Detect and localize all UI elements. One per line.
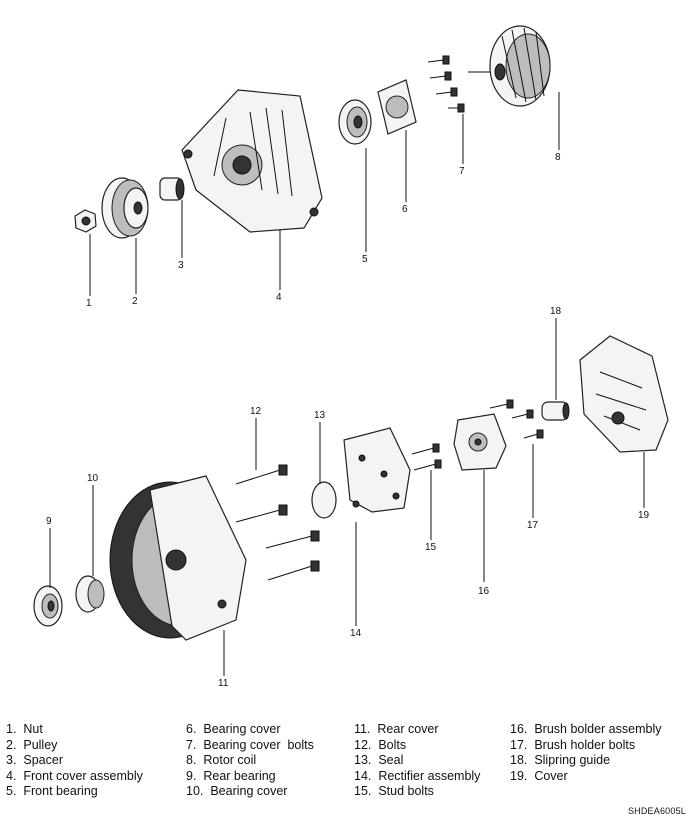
legend-item: 13. Seal xyxy=(354,753,404,767)
legend-column-3: 11. Rear cover 12. Bolts 13. Seal 14. Re… xyxy=(354,722,480,800)
slipring-guide-part xyxy=(541,401,570,421)
legend-column-4: 16. Brush bolder assembly 17. Brush hold… xyxy=(510,722,661,784)
callout-4: 4 xyxy=(276,292,282,303)
legend-item: 11. Rear cover xyxy=(354,722,439,736)
stud-bolts-part xyxy=(411,443,442,471)
legend-column-1: 1. Nut 2. Pulley 3. Spacer 4. Front cove… xyxy=(6,722,143,800)
legend-item: 6. Bearing cover xyxy=(186,722,281,736)
callout-3: 3 xyxy=(178,260,184,271)
callout-8: 8 xyxy=(555,152,561,163)
callout-13: 13 xyxy=(314,410,326,421)
brush-holder-bolts-part xyxy=(489,399,544,439)
callout-14: 14 xyxy=(350,628,362,639)
callout-5: 5 xyxy=(362,254,368,265)
callout-19: 19 xyxy=(638,510,650,521)
figure-code: SHDEA6005L xyxy=(627,806,686,816)
callout-18: 18 xyxy=(550,306,562,317)
callout-numbers: 1 2 3 4 5 6 7 8 9 10 11 12 13 14 15 16 1… xyxy=(46,152,650,689)
legend-item: 10. Bearing cover xyxy=(186,784,288,798)
bearing-cover-bolts-part xyxy=(427,55,465,113)
front-bearing-part xyxy=(338,99,372,145)
legend-item: 3. Spacer xyxy=(6,753,63,767)
callout-11: 11 xyxy=(218,678,229,689)
bearing-cover-part xyxy=(377,79,417,135)
callout-9: 9 xyxy=(46,516,52,527)
callout-15: 15 xyxy=(425,542,437,553)
rear-bearing-part xyxy=(33,585,63,627)
legend-item: 8. Rotor coil xyxy=(186,753,257,767)
legend-item: 19. Cover xyxy=(510,768,568,783)
callout-16: 16 xyxy=(478,586,490,597)
spacer-part xyxy=(159,177,185,201)
legend-item: 15. Stud bolts xyxy=(354,784,434,798)
legend-item: 4. Front cover assembly xyxy=(6,768,143,783)
exploded-alternator-diagram: 1 2 3 4 5 6 7 8 9 10 11 12 13 14 15 16 1… xyxy=(33,25,669,689)
callout-7: 7 xyxy=(459,166,465,177)
legend-item: 17. Brush holder bolts xyxy=(510,737,636,752)
legend-column-2: 6. Bearing cover 7. Bearing cover bolts … xyxy=(186,722,314,800)
front-cover-part xyxy=(181,89,323,233)
legend-item: 18. Slipring guide xyxy=(510,753,611,767)
rear-bearing-cover-part xyxy=(75,575,105,613)
callout-10: 10 xyxy=(87,473,99,484)
brush-holder-part xyxy=(453,413,507,471)
callout-6: 6 xyxy=(402,204,408,215)
leader-lines xyxy=(49,92,645,676)
nut-part xyxy=(74,209,97,233)
legend-item: 9. Rear bearing xyxy=(186,768,276,783)
legend-item: 2. Pulley xyxy=(6,737,58,752)
parts-legend: 1. Nut 2. Pulley 3. Spacer 4. Front cove… xyxy=(6,722,696,802)
callout-2: 2 xyxy=(132,296,138,307)
pulley-part xyxy=(101,177,149,239)
legend-item: 1. Nut xyxy=(6,722,43,736)
bolts-part xyxy=(235,464,320,581)
legend-item: 7. Bearing cover bolts xyxy=(186,737,314,752)
callout-17: 17 xyxy=(527,520,539,531)
legend-item: 14. Rectifier assembly xyxy=(354,768,481,783)
callout-1: 1 xyxy=(86,298,92,309)
rectifier-part xyxy=(343,427,411,513)
legend-item: 16. Brush bolder assembly xyxy=(510,722,662,736)
seal-part xyxy=(311,481,337,519)
cover-part xyxy=(579,335,669,453)
legend-item: 5. Front bearing xyxy=(6,784,98,798)
rotor-coil-part xyxy=(468,25,551,107)
rear-cover-part xyxy=(109,475,247,641)
legend-item: 12. Bolts xyxy=(354,737,407,752)
callout-12: 12 xyxy=(250,406,262,417)
